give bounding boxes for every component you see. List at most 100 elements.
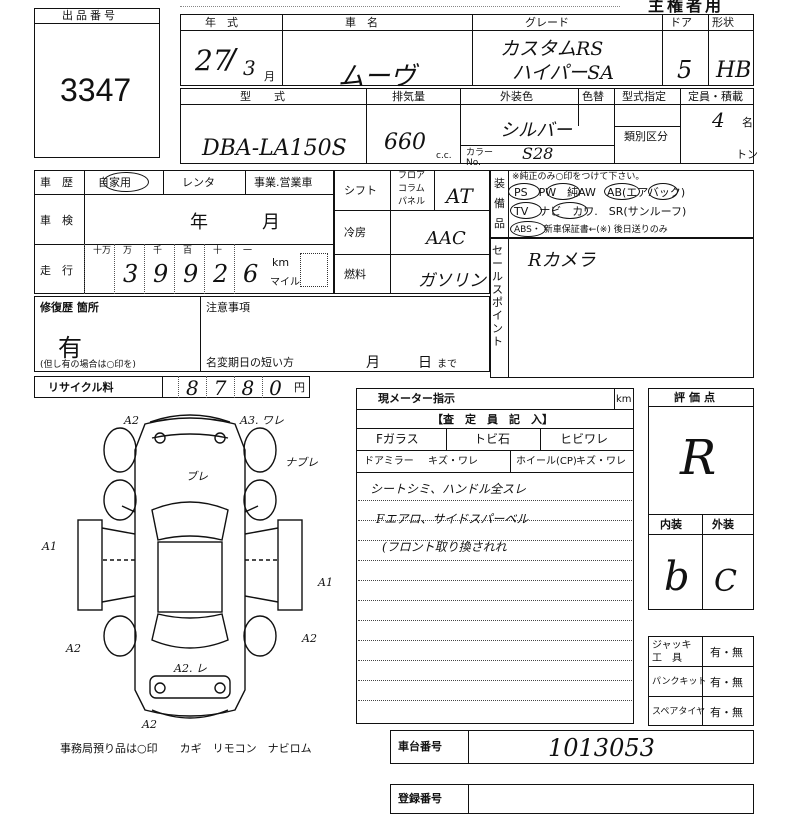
- shift-label: シフト: [344, 184, 377, 197]
- shift-panel: パネル: [398, 197, 426, 207]
- shape-value: HB: [716, 58, 752, 83]
- puncture-label: パンクキット: [652, 677, 707, 687]
- salespoint-block: [490, 238, 754, 378]
- mileage-km: km: [272, 256, 290, 269]
- ruled-line: [358, 540, 632, 541]
- history-label: 車 歴: [40, 176, 73, 189]
- shaken-year: 年: [190, 212, 208, 233]
- year-value: 27: [195, 44, 231, 77]
- circle-abs: [510, 221, 546, 237]
- repair-note: (但し有の場合は○印を): [40, 360, 136, 370]
- damage-mark: A1: [41, 540, 57, 553]
- history-rental: レンタ: [182, 176, 215, 189]
- spare-label: スペアタイヤ: [652, 707, 706, 717]
- odometer-digit-label: 十: [213, 246, 223, 256]
- crack-label: ヒビワレ: [560, 432, 609, 446]
- inspector-label: 【査 定 員 記 入】: [432, 413, 553, 426]
- recycle-digit-cell: [262, 376, 290, 398]
- damage-mark: A2: [65, 642, 81, 655]
- shaken-month: 月: [262, 212, 280, 233]
- score-label: 評価点: [674, 391, 719, 404]
- disp-value: 660: [384, 130, 426, 155]
- odometer-digit: 3: [123, 260, 139, 288]
- odometer-cell: 十万: [84, 244, 114, 294]
- history-business: 事業.営業車: [254, 176, 313, 189]
- lot-number: 3347: [60, 72, 132, 108]
- ac-label: 冷房: [344, 226, 366, 239]
- circle-tv: [510, 202, 542, 219]
- form-title: 主権者用: [648, 0, 725, 15]
- fuel-value: ガソリン: [418, 271, 486, 291]
- namechange-label: 名変期日の短い方: [206, 356, 294, 369]
- chassis-label: 車台番号: [398, 740, 442, 753]
- inspector-note-2: Fエアロ、サイドスパーベル: [376, 512, 529, 526]
- color-no-label: カラー No.: [466, 148, 494, 168]
- capacity-unit-person: 名: [742, 116, 753, 129]
- odometer-digit-label: 千: [153, 246, 163, 256]
- name-header: 車 名: [345, 16, 378, 29]
- recycle-block: [34, 376, 310, 398]
- inspector-note-1: シートシミ、ハンドル全スレ: [370, 482, 527, 496]
- color-header: 外装色: [500, 90, 533, 103]
- class-header: 類別区分: [624, 130, 668, 143]
- namechange-day: 日: [418, 355, 432, 371]
- vehicle-row2: [180, 88, 754, 164]
- ruled-line: [358, 520, 632, 521]
- damage-mark: A1: [317, 576, 333, 589]
- capacity-unit-ton: トン: [736, 148, 758, 161]
- chassis-block: [390, 730, 754, 764]
- capacity-value: 4: [712, 108, 725, 132]
- mileage-mark-box: [300, 253, 328, 287]
- ruled-line: [358, 680, 632, 681]
- wheel-label: ホイール(CP): [516, 456, 577, 467]
- year-header: 年 式: [205, 16, 238, 29]
- odometer-digit-label: 十万: [93, 246, 112, 256]
- circle-ps: [508, 183, 540, 200]
- door-value: 5: [677, 56, 693, 84]
- recycle-digit-cell: [206, 376, 234, 398]
- shift-floor: フロア: [398, 171, 426, 181]
- odometer-digit: 2: [213, 260, 229, 288]
- damage-mark: A2: [141, 718, 157, 731]
- salespoint-value: Rカメラ: [528, 250, 596, 271]
- chassis-value: 1013053: [548, 734, 655, 762]
- equipment-line3: ABS・ 新車保証書←(※) 後日送りのみ: [514, 225, 668, 235]
- equipment-note: ※純正のみ○印をつけて下さい。: [512, 172, 645, 182]
- inspector-note-3: (フロント取り換されれ: [382, 540, 507, 554]
- shift-block: [334, 170, 490, 294]
- score-value: R: [680, 430, 717, 486]
- history-private-circle: [103, 172, 149, 192]
- exterior-label: 外装: [712, 518, 734, 531]
- mileage-mile: マイル: [270, 277, 300, 288]
- exterior-value: C: [714, 564, 737, 599]
- ruled-line: [358, 620, 632, 621]
- ruled-line: [358, 500, 632, 501]
- wheel-damage-label: キズ・ワレ: [576, 456, 626, 467]
- interior-label: 内装: [660, 518, 682, 531]
- score-block: [648, 388, 754, 610]
- ruled-line: [358, 640, 632, 641]
- jack-option: 有・無: [710, 646, 743, 659]
- type-header: 型式指定: [622, 90, 666, 103]
- shift-value: AT: [446, 184, 473, 208]
- equipment-label: 装 備 品: [494, 177, 505, 230]
- capacity-header: 定員・積載: [688, 90, 743, 103]
- ruled-line: [358, 600, 632, 601]
- shape-header: 形状: [712, 16, 734, 29]
- repaint-header: 色替: [582, 90, 604, 103]
- odometer-digit: 9: [153, 260, 169, 288]
- shift-column: コラム: [398, 184, 425, 194]
- mirror-damage-label: キズ・ワレ: [428, 456, 478, 467]
- shaken-label: 車 検: [40, 214, 73, 227]
- car-damage-diagram: A2 A3. ワレ ブレ ナブレ A1 A1 A2 A2 A2. レ A2: [41, 414, 333, 731]
- vehicle-row1: [180, 14, 754, 86]
- model-header: 型 式: [240, 90, 291, 103]
- damage-mark: A2: [301, 632, 317, 645]
- meter-label: 現メーター指示: [378, 392, 455, 405]
- odometer-digit-label: 万: [123, 246, 133, 256]
- color-value: シルバー: [500, 120, 572, 141]
- salespoint-label: セールスポイント: [492, 244, 503, 348]
